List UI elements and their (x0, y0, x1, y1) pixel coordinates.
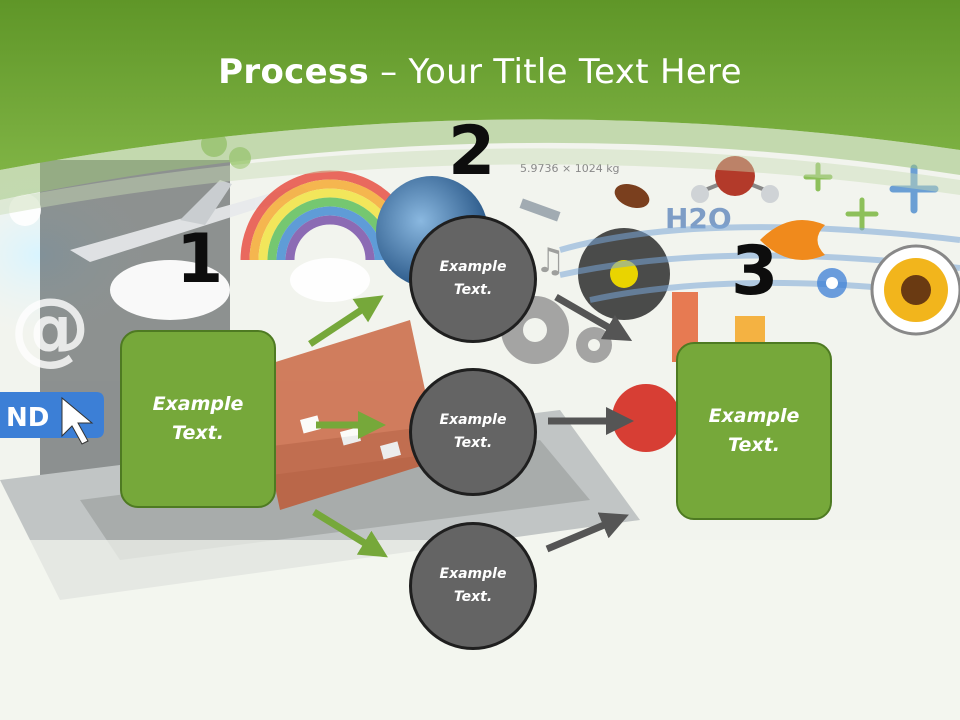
send-button-graphic: ND (0, 392, 104, 445)
slide-title: Process – Your Title Text Here (0, 52, 960, 92)
step-number-2: 2 (448, 112, 496, 191)
arrow-green-up (308, 295, 384, 347)
circle-middle-text: Example Text. (439, 412, 507, 451)
step-3-box: Example Text. (676, 342, 832, 520)
arrow-green-down (312, 509, 388, 558)
title-rest: – Your Title Text Here (369, 52, 742, 92)
svg-text:ND: ND (6, 403, 49, 433)
sunflower-graphic (870, 244, 960, 336)
at-sign-graphic: @ (10, 281, 90, 374)
header-band (0, 0, 960, 170)
circle-top-text: Example Text. (439, 259, 507, 298)
circle-middle: Example Text. (409, 368, 537, 496)
film-strip (250, 320, 440, 510)
title-bold: Process (218, 52, 370, 92)
goldfish-graphic (760, 220, 825, 260)
step-1-box: Example Text. (120, 330, 276, 508)
arrow-gray-up (545, 512, 629, 553)
circle-bottom: Example Text. (409, 522, 537, 650)
arrow-gray-down (554, 293, 633, 342)
molecule-graphic (691, 156, 779, 203)
airplane-graphic (70, 180, 310, 262)
step-number-3: 3 (731, 232, 779, 311)
step-number-1: 1 (176, 220, 224, 299)
apple-graphic (612, 384, 680, 452)
circle-bottom-text: Example Text. (439, 566, 507, 605)
circle-top: Example Text. (409, 215, 537, 343)
formula-text: 5.9736 × 1024 kg (520, 162, 620, 175)
step-3-text: Example Text. (708, 405, 800, 456)
step-1-text: Example Text. (152, 393, 244, 444)
header-arc (0, 119, 960, 200)
